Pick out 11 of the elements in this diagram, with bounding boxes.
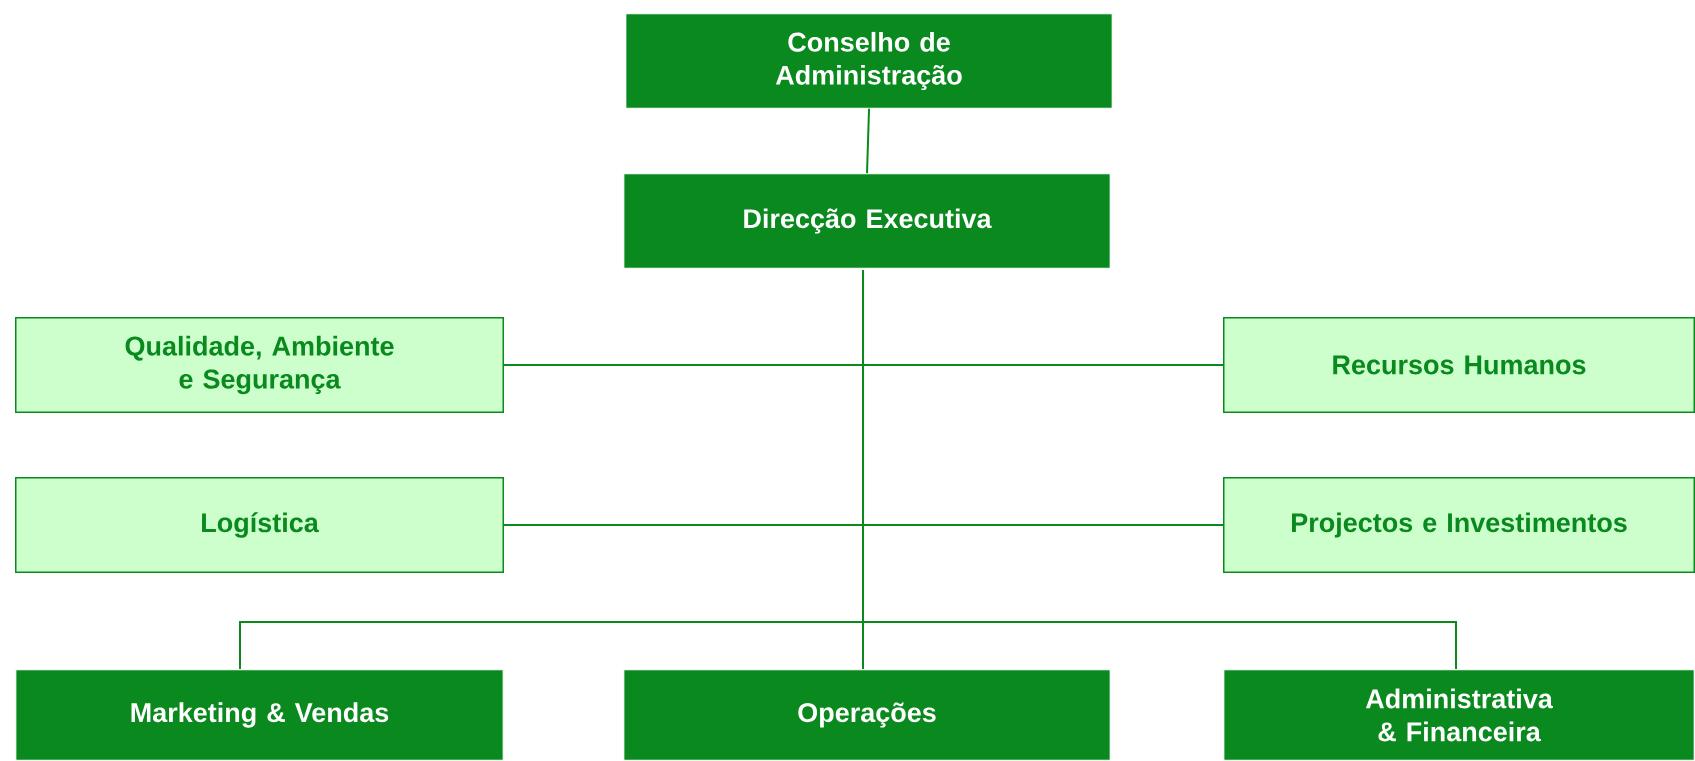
unit-box: Direcção Executiva: [623, 173, 1111, 269]
connector-line: [866, 107, 870, 175]
department-box: Recursos Humanos: [1223, 317, 1695, 413]
connector-line: [862, 269, 1457, 670]
unit-box: Marketing & Vendas: [15, 669, 504, 761]
unit-box: Administrativa & Financeira: [1223, 669, 1695, 761]
department-box: Qualidade, Ambiente e Segurança: [15, 317, 504, 413]
unit-box: Conselho de Administração: [625, 13, 1113, 109]
department-box: Logística: [15, 477, 504, 573]
department-box: Projectos e Investimentos: [1223, 477, 1695, 573]
unit-box: Operações: [623, 669, 1111, 761]
